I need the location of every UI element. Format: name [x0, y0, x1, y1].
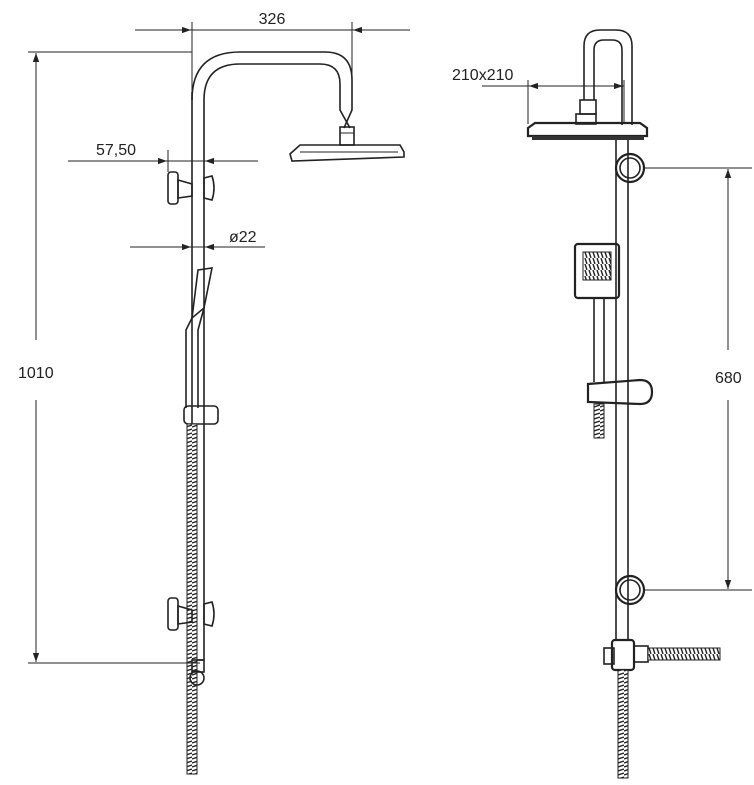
lower-wall-bracket-front — [614, 574, 646, 606]
dim-label-head-size: 210x210 — [452, 67, 513, 84]
dim-bracket-spacing: 680 — [644, 167, 752, 591]
slider-holder — [183, 405, 219, 425]
lower-wall-bracket — [167, 597, 215, 631]
dim-label-arm-length: 326 — [259, 11, 286, 28]
front-view: 210x210 680 — [452, 29, 752, 779]
riser-pipe-front — [615, 140, 629, 640]
slider-holder-front — [586, 378, 654, 439]
upper-wall-bracket — [167, 171, 215, 205]
dim-label-total-height: 1010 — [18, 365, 54, 382]
side-view: 326 57,50 ø22 1010 — [18, 11, 410, 775]
bottom-connector-side — [189, 659, 205, 686]
shower-hose-side — [186, 423, 198, 775]
hand-shower-front — [573, 242, 621, 382]
dim-label-pipe-offset: 57,50 — [96, 142, 136, 159]
rain-shower-head-front — [526, 113, 649, 140]
rain-shower-head-side — [289, 126, 405, 162]
dim-total-height: 1010 — [18, 51, 200, 664]
upper-wall-bracket-front — [614, 152, 646, 184]
shower-arm — [191, 51, 353, 129]
dim-head-size: 210x210 — [452, 67, 625, 124]
dim-label-pipe-diameter: ø22 — [229, 229, 257, 246]
diverter-valve — [603, 638, 649, 672]
inlet-hose-vertical — [617, 669, 629, 779]
dim-pipe-diameter: ø22 — [130, 229, 265, 251]
dim-pipe-offset: 57,50 — [68, 142, 258, 172]
outlet-hose-horizontal — [647, 647, 721, 661]
dim-label-bracket-spacing: 680 — [715, 370, 742, 387]
dim-arm-length: 326 — [135, 11, 410, 92]
hand-shower-side — [185, 267, 214, 408]
